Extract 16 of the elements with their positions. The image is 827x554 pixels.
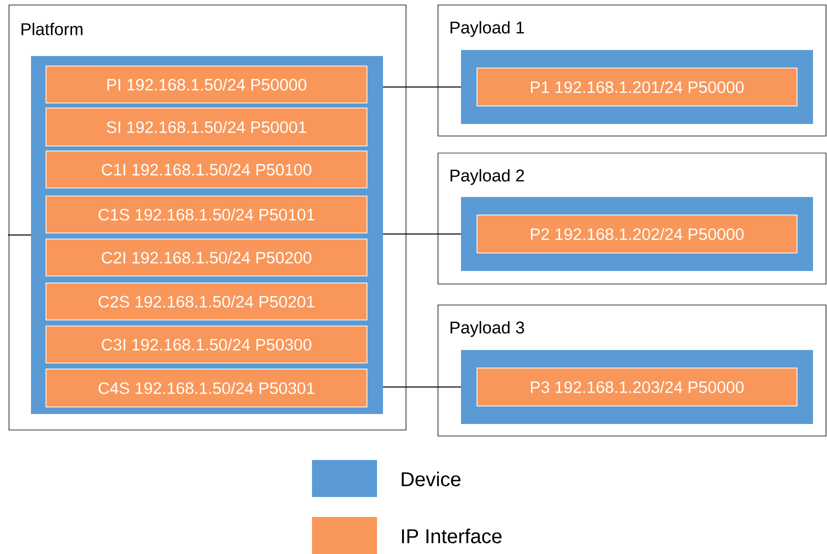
legend-label: IP Interface	[402, 528, 502, 544]
interface-box: C4S 192.168.1.50/24 P50301	[46, 368, 368, 408]
interface-box: PI 192.168.1.50/24 P50000	[46, 66, 368, 104]
connector-line	[382, 86, 462, 88]
connector-line	[8, 234, 32, 236]
interface-box: P3 192.168.1.203/24 P50000	[476, 368, 798, 406]
interface-box: C2I 192.168.1.50/24 P50200	[46, 238, 368, 276]
interface-box: P2 192.168.1.202/24 P50000	[476, 214, 798, 254]
interface-box: SI 192.168.1.50/24 P50001	[46, 108, 368, 146]
legend-label: Device	[402, 472, 460, 486]
interface-box: C3I 192.168.1.50/24 P50300	[46, 326, 368, 364]
interface-box: C1I 192.168.1.50/24 P50100	[46, 150, 368, 188]
connector-line	[382, 386, 462, 388]
interface-box: P1 192.168.1.201/24 P50000	[476, 68, 798, 106]
interface-box: C1S 192.168.1.50/24 P50101	[46, 196, 368, 234]
interface-box: C2S 192.168.1.50/24 P50201	[46, 282, 368, 320]
